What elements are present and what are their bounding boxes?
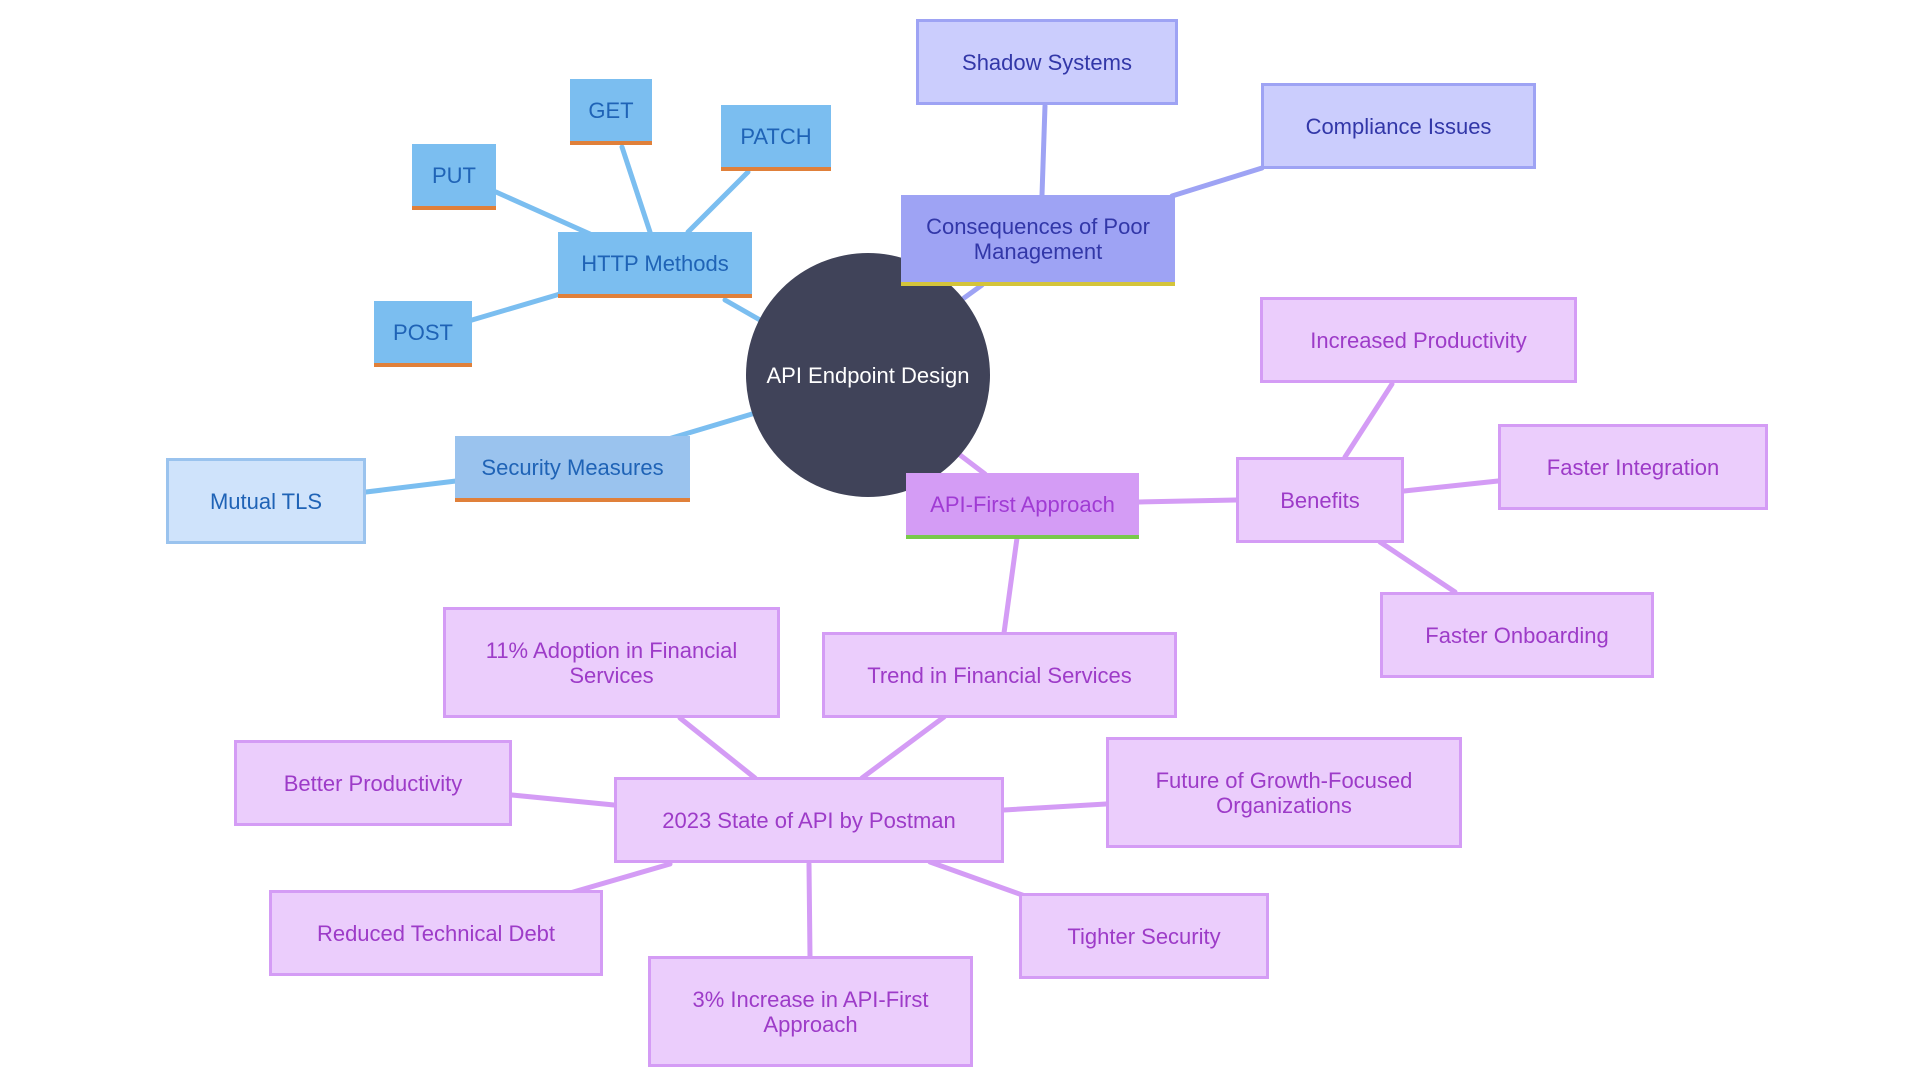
http-methods-node: HTTP Methods [558, 232, 752, 298]
increase-api-first-label: 3% Increase in API-First Approach [692, 986, 929, 1037]
mutual-tls-node: Mutual TLS [166, 458, 366, 544]
future-growth-label: Future of Growth-Focused Organizations [1155, 767, 1413, 818]
edge-state-future-growth [1001, 801, 1109, 813]
trend-financial-label: Trend in Financial Services [867, 662, 1132, 688]
tighter-security-label: Tighter Security [1067, 923, 1221, 949]
trend-financial-node: Trend in Financial Services [822, 632, 1177, 718]
reduced-debt-node: Reduced Technical Debt [269, 890, 603, 976]
post-label: POST [393, 319, 453, 345]
edge-api-first-benefits [1136, 497, 1239, 505]
edge-root-security-measures [662, 411, 755, 443]
consequences-label: Consequences of Poor Management [926, 213, 1150, 264]
http-methods-label: HTTP Methods [581, 250, 729, 276]
get-label: GET [588, 97, 634, 123]
edge-benefits-faster-integration [1401, 478, 1501, 494]
faster-onboarding-node: Faster Onboarding [1380, 592, 1654, 678]
adoption-financial-node: 11% Adoption in Financial Services [443, 607, 780, 718]
edge-root-api-first [957, 452, 988, 477]
benefits-node: Benefits [1236, 457, 1404, 543]
edge-root-consequences [961, 282, 985, 301]
edge-root-http-methods [722, 297, 763, 323]
patch-label: PATCH [740, 123, 812, 149]
increased-productivity-label: Increased Productivity [1310, 327, 1527, 353]
increase-api-first-node: 3% Increase in API-First Approach [648, 956, 973, 1067]
edge-http-methods-patch [685, 169, 751, 235]
adoption-financial-label: 11% Adoption in Financial Services [485, 637, 738, 688]
state-of-api-label: 2023 State of API by Postman [662, 807, 956, 833]
increased-productivity-node: Increased Productivity [1260, 297, 1577, 383]
root-node: API Endpoint Design [746, 253, 990, 497]
edge-http-methods-get [619, 144, 653, 235]
state-of-api-node: 2023 State of API by Postman [614, 777, 1004, 863]
edge-api-first-trend [1001, 535, 1020, 636]
compliance-issues-label: Compliance Issues [1305, 113, 1492, 139]
root-node-label: API Endpoint Design [766, 362, 970, 388]
edge-state-better-productivity [509, 792, 617, 808]
api-first-label: API-First Approach [930, 491, 1115, 517]
faster-onboarding-label: Faster Onboarding [1425, 622, 1609, 648]
faster-integration-label: Faster Integration [1546, 454, 1720, 480]
edge-trend-state-of-api [859, 714, 947, 781]
edge-benefits-faster-onboarding [1377, 539, 1458, 595]
get-node: GET [570, 79, 652, 145]
edge-http-methods-post [469, 291, 563, 323]
reduced-debt-label: Reduced Technical Debt [316, 920, 556, 946]
security-measures-label: Security Measures [481, 454, 664, 480]
put-node: PUT [412, 144, 496, 210]
edge-state-increase-api-first [806, 861, 813, 960]
better-productivity-label: Better Productivity [283, 770, 463, 796]
consequences-node: Consequences of Poor Management [901, 195, 1175, 286]
edge-state-tighter-security [927, 859, 1028, 899]
benefits-label: Benefits [1280, 487, 1360, 513]
edge-consequences-shadow-systems [1039, 103, 1048, 198]
tighter-security-node: Tighter Security [1019, 893, 1269, 979]
post-node: POST [374, 301, 472, 367]
edge-benefits-increased-productivity [1342, 381, 1395, 460]
future-growth-node: Future of Growth-Focused Organizations [1106, 737, 1462, 848]
faster-integration-node: Faster Integration [1498, 424, 1768, 510]
security-measures-node: Security Measures [455, 436, 690, 502]
edge-state-adoption [677, 715, 758, 781]
patch-node: PATCH [721, 105, 831, 171]
api-first-node: API-First Approach [906, 473, 1139, 539]
edge-http-methods-put [493, 189, 593, 237]
edge-security-measures-mutual-tls [363, 478, 459, 495]
compliance-issues-node: Compliance Issues [1261, 83, 1536, 169]
shadow-systems-node: Shadow Systems [916, 19, 1178, 105]
shadow-systems-label: Shadow Systems [962, 49, 1132, 75]
edge-state-reduced-debt [567, 861, 673, 896]
better-productivity-node: Better Productivity [234, 740, 512, 826]
mutual-tls-label: Mutual TLS [209, 488, 323, 514]
edge-consequences-compliance-issues [1169, 165, 1265, 199]
put-label: PUT [432, 162, 476, 188]
